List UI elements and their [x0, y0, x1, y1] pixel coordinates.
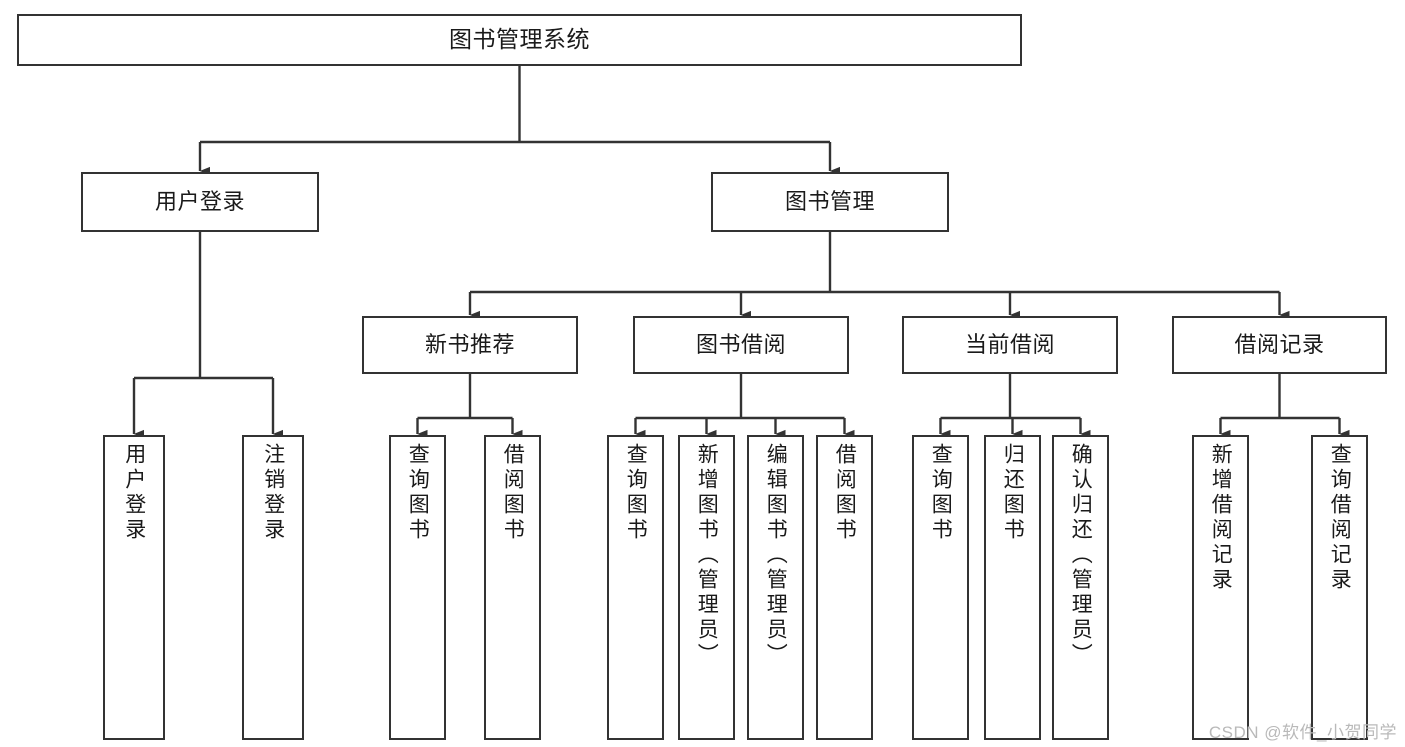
- node-current-borrow[interactable]: 当前借阅: [902, 316, 1118, 374]
- node-leaf-logout[interactable]: 注销登录: [242, 435, 304, 740]
- node-leaf-query-book-2-label: 查询图书: [624, 443, 648, 543]
- node-leaf-add-book[interactable]: 新增图书（管理员）: [678, 435, 735, 740]
- node-new-book-rec-label: 新书推荐: [424, 331, 515, 357]
- node-leaf-query-book-2[interactable]: 查询图书: [607, 435, 664, 740]
- node-leaf-add-record[interactable]: 新增借阅记录: [1192, 435, 1249, 740]
- node-leaf-confirm-return[interactable]: 确认归还（管理员）: [1052, 435, 1109, 740]
- node-leaf-return-book-label: 归还图书: [1001, 443, 1025, 543]
- node-leaf-query-book-3-label: 查询图书: [929, 443, 953, 543]
- node-leaf-add-book-label: 新增图书（管理员）: [695, 443, 719, 668]
- node-leaf-borrow-book-2-label: 借阅图书: [833, 443, 857, 543]
- node-leaf-borrow-book-1-label: 借阅图书: [501, 443, 525, 543]
- node-leaf-query-record-label: 查询借阅记录: [1328, 443, 1352, 593]
- node-borrow-record-label: 借阅记录: [1234, 331, 1325, 357]
- node-book-borrow-label: 图书借阅: [695, 331, 786, 357]
- node-book-manage-label: 图书管理: [784, 188, 875, 214]
- node-leaf-logout-label: 注销登录: [261, 443, 285, 543]
- node-book-manage[interactable]: 图书管理: [711, 172, 949, 232]
- node-leaf-query-book-1-label: 查询图书: [406, 443, 430, 543]
- node-leaf-query-record[interactable]: 查询借阅记录: [1311, 435, 1368, 740]
- node-leaf-query-book-1[interactable]: 查询图书: [389, 435, 446, 740]
- node-leaf-edit-book-label: 编辑图书（管理员）: [764, 443, 788, 668]
- node-leaf-user-login-label: 用户登录: [122, 443, 146, 543]
- node-book-borrow[interactable]: 图书借阅: [633, 316, 849, 374]
- node-leaf-confirm-return-label: 确认归还（管理员）: [1069, 443, 1093, 668]
- node-leaf-return-book[interactable]: 归还图书: [984, 435, 1041, 740]
- node-user-login-label: 用户登录: [154, 188, 245, 214]
- node-current-borrow-label: 当前借阅: [964, 331, 1055, 357]
- node-leaf-add-record-label: 新增借阅记录: [1209, 443, 1233, 593]
- watermark-text: CSDN @软件_小贺同学: [1208, 723, 1397, 742]
- node-leaf-borrow-book-1[interactable]: 借阅图书: [484, 435, 541, 740]
- node-leaf-edit-book[interactable]: 编辑图书（管理员）: [747, 435, 804, 740]
- node-new-book-rec[interactable]: 新书推荐: [362, 316, 578, 374]
- node-root-label: 图书管理系统: [449, 26, 590, 53]
- node-user-login[interactable]: 用户登录: [81, 172, 319, 232]
- node-leaf-user-login[interactable]: 用户登录: [103, 435, 165, 740]
- node-leaf-query-book-3[interactable]: 查询图书: [912, 435, 969, 740]
- node-borrow-record[interactable]: 借阅记录: [1172, 316, 1387, 374]
- node-root[interactable]: 图书管理系统: [17, 14, 1022, 66]
- node-leaf-borrow-book-2[interactable]: 借阅图书: [816, 435, 873, 740]
